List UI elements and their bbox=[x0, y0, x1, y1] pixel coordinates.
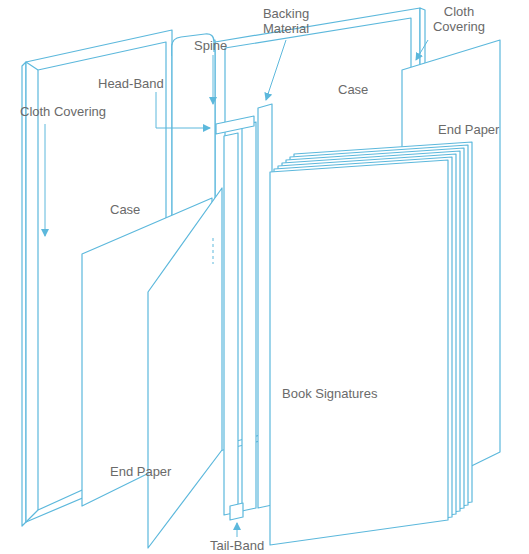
tail-band bbox=[230, 503, 243, 520]
part-label: Tail-Band bbox=[210, 538, 264, 553]
leader-line bbox=[156, 92, 210, 128]
dashed-line bbox=[213, 238, 214, 264]
leader-line bbox=[237, 523, 238, 537]
part-label: Case bbox=[110, 202, 140, 217]
part-label: Head-Band bbox=[98, 76, 164, 91]
backing-strip bbox=[224, 133, 238, 515]
leader-line bbox=[213, 55, 214, 104]
bevel-line bbox=[26, 510, 38, 522]
backing-strip bbox=[242, 122, 256, 511]
part-label: Spine bbox=[194, 38, 227, 53]
part-label: End Paper bbox=[110, 464, 171, 479]
end-paper-leaf bbox=[148, 188, 222, 548]
part-label: Cloth Covering bbox=[426, 4, 492, 34]
part-label: Case bbox=[338, 82, 368, 97]
head-band bbox=[216, 116, 254, 134]
leader-line bbox=[416, 40, 428, 60]
bevel-line bbox=[26, 62, 38, 70]
book-parts bbox=[22, 8, 500, 548]
book-block-front bbox=[270, 160, 448, 545]
part-label: Backing Material bbox=[250, 6, 322, 36]
part-label: End Paper bbox=[438, 122, 499, 137]
part-label: Book Signatures bbox=[282, 386, 377, 401]
leader-line bbox=[45, 124, 46, 236]
leader-line bbox=[266, 40, 286, 100]
part-label: Cloth Covering bbox=[20, 104, 106, 119]
